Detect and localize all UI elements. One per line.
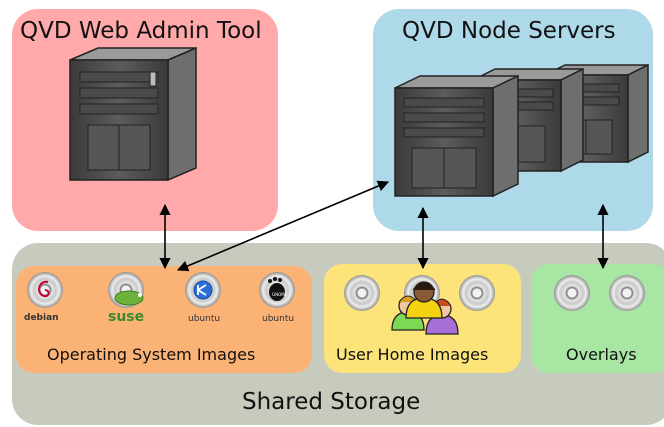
svg-text:GNOME: GNOME [272,292,288,297]
suse-chameleon-icon [114,290,144,306]
debian-logo-label: debian [24,313,59,323]
node-servers-title: QVD Node Servers [402,18,616,44]
admin-tool-title: QVD Web Admin Tool [20,18,262,44]
ubuntu-logo-label: ubuntu [188,314,221,324]
shared-storage-title: Shared Storage [242,389,421,415]
os-images-title: Operating System Images [47,345,256,364]
gnome-footprint-icon: GNOME [268,277,288,301]
users-icon [391,281,459,335]
overlays-container [531,264,664,373]
suse-logo-label: suse [108,309,145,325]
os-nodes-arrow [176,180,390,272]
node-server-icon [394,74,519,198]
ubuntu-logo-label: ubuntu [262,314,295,324]
kubuntu-icon [193,280,213,300]
disc-icon [460,276,494,310]
disc-icon [555,276,589,310]
overlays-title: Overlays [566,345,637,364]
debian-swirl-icon [38,280,50,298]
admin-server-icon [69,46,197,182]
user-home-images-title: User Home Images [336,345,489,364]
disc-icon [610,276,644,310]
disc-icon [345,276,379,310]
